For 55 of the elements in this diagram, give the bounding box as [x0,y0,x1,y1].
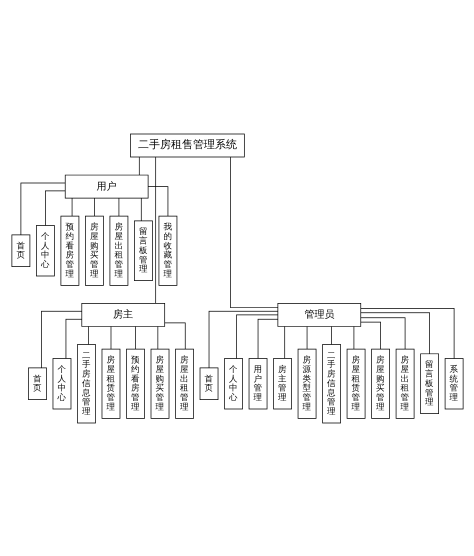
connector [156,326,158,349]
node-box: 房屋购买管理 [150,348,169,418]
node-box: 个人中心 [52,358,71,409]
connector [44,190,65,226]
node-box: 预约看房管理 [126,348,144,418]
connector [353,326,354,349]
connector [118,198,119,216]
node-box: 个人中心 [36,224,54,276]
node-box: 二手房租售管理系统 [130,133,244,157]
node-box: 用户管理 [248,358,267,409]
connector [140,198,142,220]
connector [154,156,156,304]
connector [360,312,430,354]
connector [330,326,332,344]
connector [360,321,380,349]
node-box: 预约看房管理 [60,215,79,286]
connector [65,318,82,358]
node-box: 房屋购买管理 [370,348,390,418]
node-box: 房主 [80,302,165,326]
node-box: 首页 [199,367,218,400]
node-box: 房屋出租管理 [395,348,414,418]
connector [20,182,65,235]
connector [134,326,136,349]
connector [147,186,168,216]
connector [208,310,278,368]
node-box: 用户 [64,174,148,198]
connector [284,326,285,358]
node-box: 二手房信息管理 [76,344,96,423]
connector [110,326,111,349]
node-box: 留言板管理 [420,352,438,414]
connector [360,316,405,349]
connector [71,198,72,216]
node-box: 首页 [28,367,46,400]
node-box: 管理员 [277,302,361,326]
node-box: 房屋出租管理 [109,215,128,286]
node-box: 房屋购买管理 [84,215,104,286]
connector [360,308,454,358]
node-box: 房屋出租管理 [174,348,194,418]
node-box: 房主管理 [272,358,292,409]
node-box: 房屋租赁管理 [101,348,120,418]
connector [40,310,82,368]
connector [306,326,307,349]
node-box: 首页 [11,234,30,266]
node-box: 留言板管理 [134,220,152,281]
connector [164,322,186,349]
node-box: 房源类型管理 [297,348,316,418]
node-box: 个人中心 [224,358,242,409]
node-box: 我的收藏管理 [158,215,177,286]
node-box: 房屋租赁管理 [346,348,365,418]
connector [257,318,278,358]
connector [236,314,278,358]
node-box: 二手房信息管理 [322,344,340,423]
connector [138,156,140,175]
node-box: 系统管理 [444,358,463,409]
connector [230,156,278,308]
